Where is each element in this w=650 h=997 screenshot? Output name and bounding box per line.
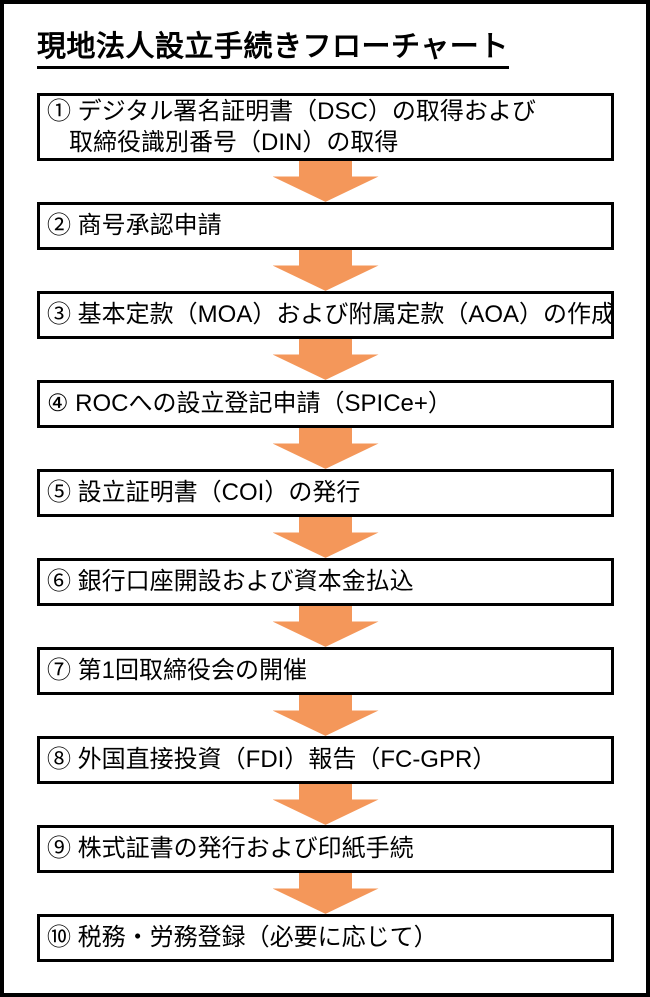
- flow-step-label: ② 商号承認申請: [47, 212, 222, 240]
- flow-step-box-7: ⑦ 第1回取締役会の開催: [37, 646, 614, 695]
- flow-connector: [37, 516, 614, 558]
- flowchart: ① デジタル署名証明書（DSC）の取得および 取締役識別番号（DIN）の取得 ②…: [37, 92, 616, 962]
- flow-step-label: ⑥ 銀行口座開設および資本金払込: [47, 568, 414, 596]
- flow-step-box-8: ⑧ 外国直接投資（FDI）報告（FC-GPR）: [37, 735, 614, 784]
- down-arrow-icon: [272, 249, 379, 291]
- flow-step-label: ⑤ 設立証明書（COI）の発行: [47, 479, 361, 507]
- flow-step-box-3: ③ 基本定款（MOA）および附属定款（AOA）の作成: [37, 290, 616, 339]
- down-arrow-icon: [272, 427, 379, 469]
- down-arrow-icon: [272, 694, 379, 736]
- flow-step-box-10: ⑩ 税務・労務登録（必要に応じて）: [37, 913, 614, 962]
- flow-connector: [37, 160, 614, 202]
- flow-step-label: ④ ROCへの設立登記申請（SPICe+）: [47, 390, 452, 418]
- flow-step-box-1: ① デジタル署名証明書（DSC）の取得および 取締役識別番号（DIN）の取得: [37, 92, 614, 161]
- flow-connector: [37, 249, 614, 291]
- flow-step-label: ⑩ 税務・労務登録（必要に応じて）: [47, 924, 438, 952]
- flow-step-box-2: ② 商号承認申請: [37, 201, 614, 250]
- flow-step-label: ⑨ 株式証書の発行および印紙手続: [47, 835, 414, 863]
- flow-step-label: ① デジタル署名証明書（DSC）の取得および: [47, 97, 536, 125]
- flow-connector: [37, 427, 614, 469]
- flow-step-label: ③ 基本定款（MOA）および附属定款（AOA）の作成: [47, 301, 616, 329]
- flow-step-box-4: ④ ROCへの設立登記申請（SPICe+）: [37, 379, 614, 428]
- flow-connector: [37, 872, 614, 914]
- flow-connector: [37, 605, 614, 647]
- page-title: 現地法人設立手続きフローチャート: [37, 31, 509, 69]
- flow-step-label: ⑦ 第1回取締役会の開催: [47, 657, 308, 685]
- down-arrow-icon: [272, 605, 379, 647]
- flow-step-box-9: ⑨ 株式証書の発行および印紙手続: [37, 824, 614, 873]
- flow-connector: [37, 694, 614, 736]
- down-arrow-icon: [272, 160, 379, 202]
- flow-step-label: ⑧ 外国直接投資（FDI）報告（FC-GPR）: [47, 746, 497, 774]
- flow-connector: [37, 338, 614, 380]
- down-arrow-icon: [272, 872, 379, 914]
- flow-step-box-6: ⑥ 銀行口座開設および資本金払込: [37, 557, 614, 606]
- flow-step-label-line2: 取締役識別番号（DIN）の取得: [69, 128, 399, 156]
- flow-connector: [37, 783, 614, 825]
- flow-step-box-5: ⑤ 設立証明書（COI）の発行: [37, 468, 614, 517]
- down-arrow-icon: [272, 516, 379, 558]
- down-arrow-icon: [272, 783, 379, 825]
- down-arrow-icon: [272, 338, 379, 380]
